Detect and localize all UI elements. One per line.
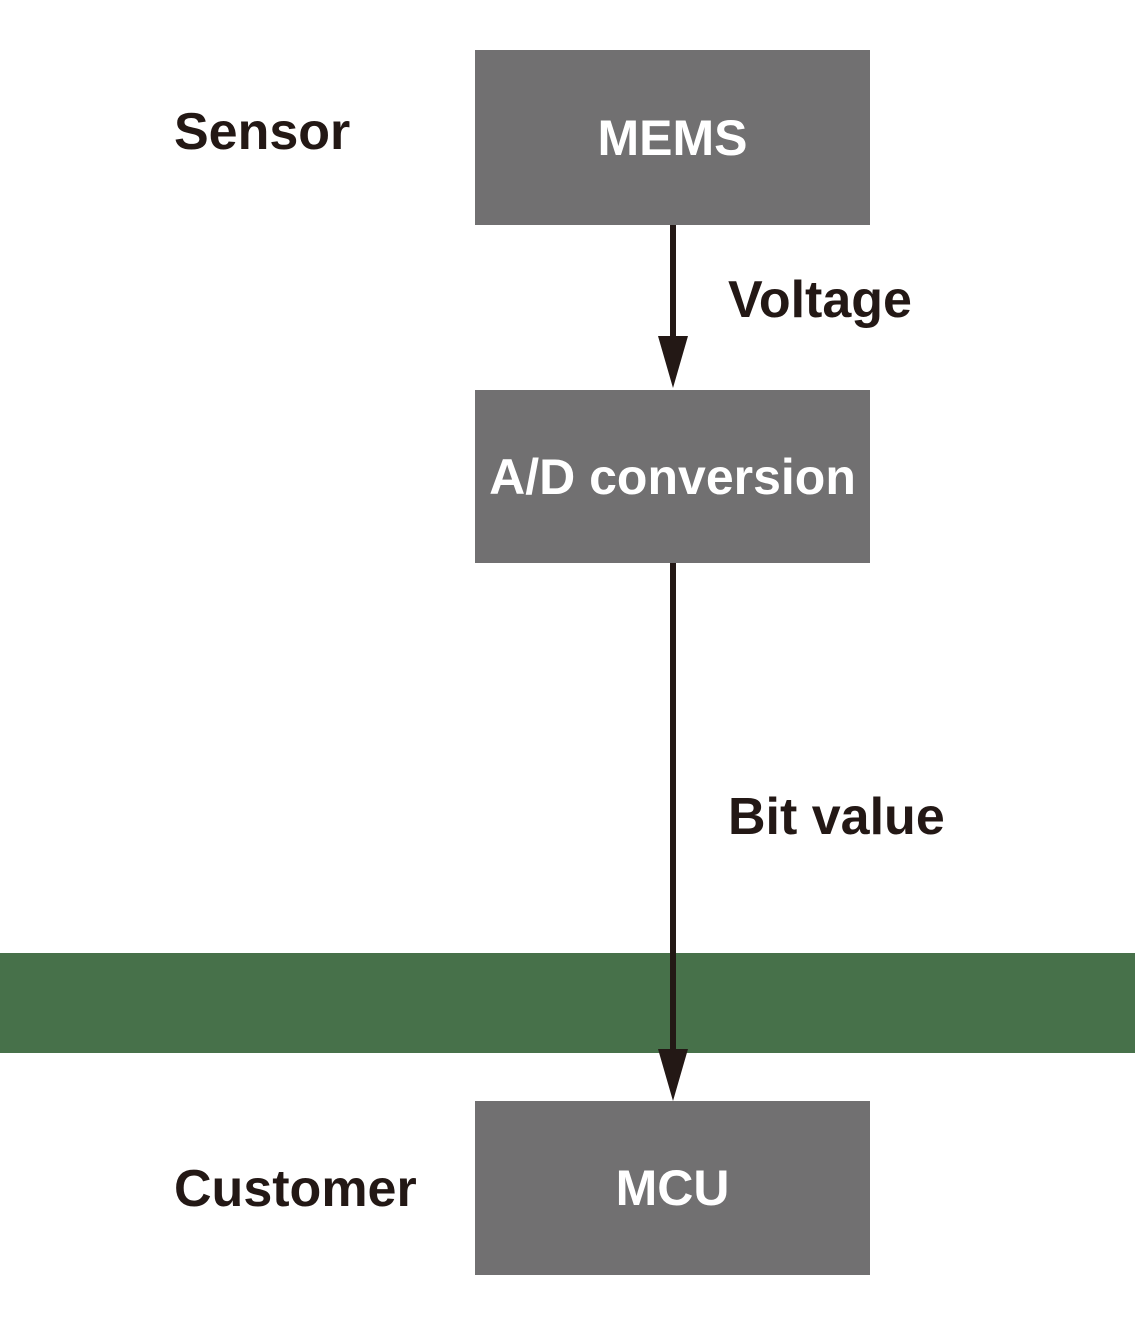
arrow-down-icon xyxy=(658,336,688,388)
node-mcu: MCU xyxy=(475,1101,870,1275)
interface-boundary-band xyxy=(0,953,1135,1053)
customer-side-label: Customer xyxy=(174,1160,417,1218)
node-mems-label: MEMS xyxy=(597,109,748,166)
node-mems: MEMS xyxy=(475,50,870,225)
arrow-down-icon xyxy=(658,1049,688,1101)
voltage-arrow-shaft xyxy=(670,225,676,338)
sensor-side-label: Sensor xyxy=(174,103,351,161)
edge-label-voltage: Voltage xyxy=(728,271,912,329)
edge-label-bit-value: Bit value xyxy=(728,788,945,846)
node-mcu-label: MCU xyxy=(615,1160,730,1216)
node-ad-conversion: A/D conversion xyxy=(475,390,870,563)
bit-value-arrow-shaft xyxy=(670,563,676,1051)
node-ad-conversion-label: A/D conversion xyxy=(489,448,856,505)
